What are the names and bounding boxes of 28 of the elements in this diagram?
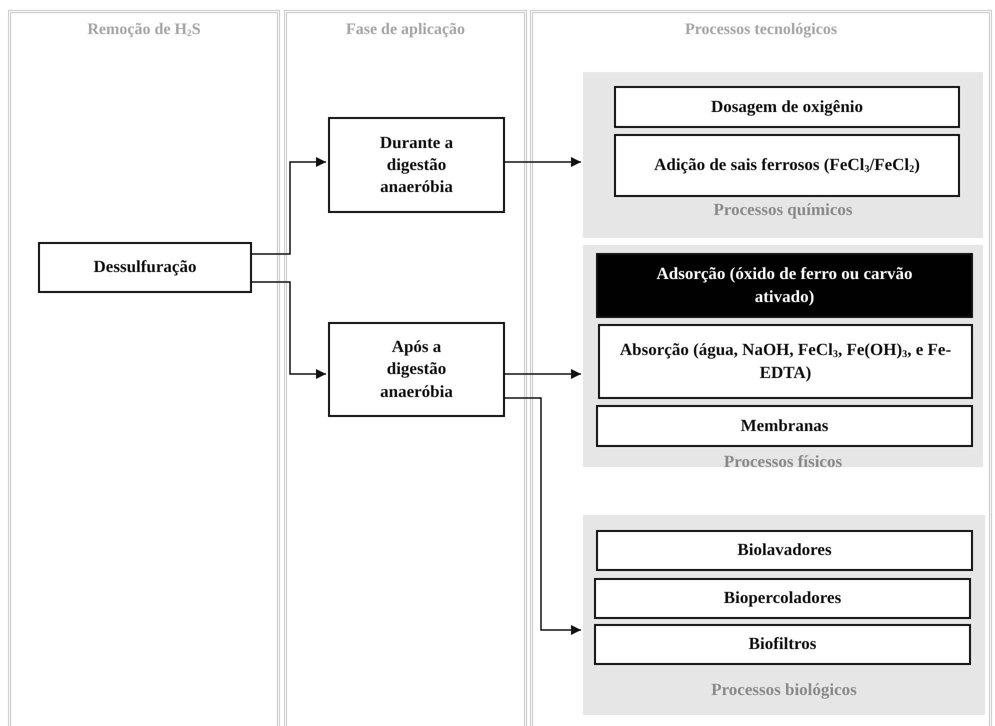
process-box: Dosagem de oxigênio <box>614 86 960 128</box>
category-panel <box>583 515 985 715</box>
column-header: Remoção de H$_{2}$S <box>86 21 202 39</box>
process-box: Absorção (água, NaOH, FeCl$_{3}$, Fe(OH)$_{3}$, e Fe-EDTA) <box>598 324 973 399</box>
connector-arrow <box>505 157 581 167</box>
process-box: Biolavadores <box>596 530 973 571</box>
category-panel <box>583 72 983 238</box>
column-band <box>530 10 992 726</box>
process-box: Adsorção (óxido de ferro ou carvão ativado) <box>596 253 973 318</box>
process-box: Após a digestão anaeróbia <box>328 322 505 417</box>
process-box: Durante a digestão anaeróbia <box>328 117 505 213</box>
column-band <box>284 10 527 726</box>
process-box: Dessulfuração <box>38 242 252 293</box>
category-title: Processos biológicos <box>710 680 858 700</box>
connector-arrow <box>252 157 326 255</box>
column-header: Processos tecnológicos <box>684 21 838 39</box>
column-header: Fase de aplicação <box>344 21 466 39</box>
process-box: Adição de sais ferrosos (FeCl$_{3}$/FeCl$_{2}$) <box>614 134 960 197</box>
process-box: Biopercoladores <box>594 578 971 619</box>
connector-arrow <box>505 369 581 379</box>
category-title: Processos químicos <box>712 200 854 220</box>
category-title: Processos físicos <box>722 452 844 472</box>
category-panel <box>583 245 983 467</box>
connector-arrow <box>505 397 581 635</box>
process-box: Biofiltros <box>594 624 971 665</box>
process-box: Membranas <box>596 405 973 447</box>
connector-arrow <box>252 281 326 379</box>
column-band <box>8 10 280 726</box>
